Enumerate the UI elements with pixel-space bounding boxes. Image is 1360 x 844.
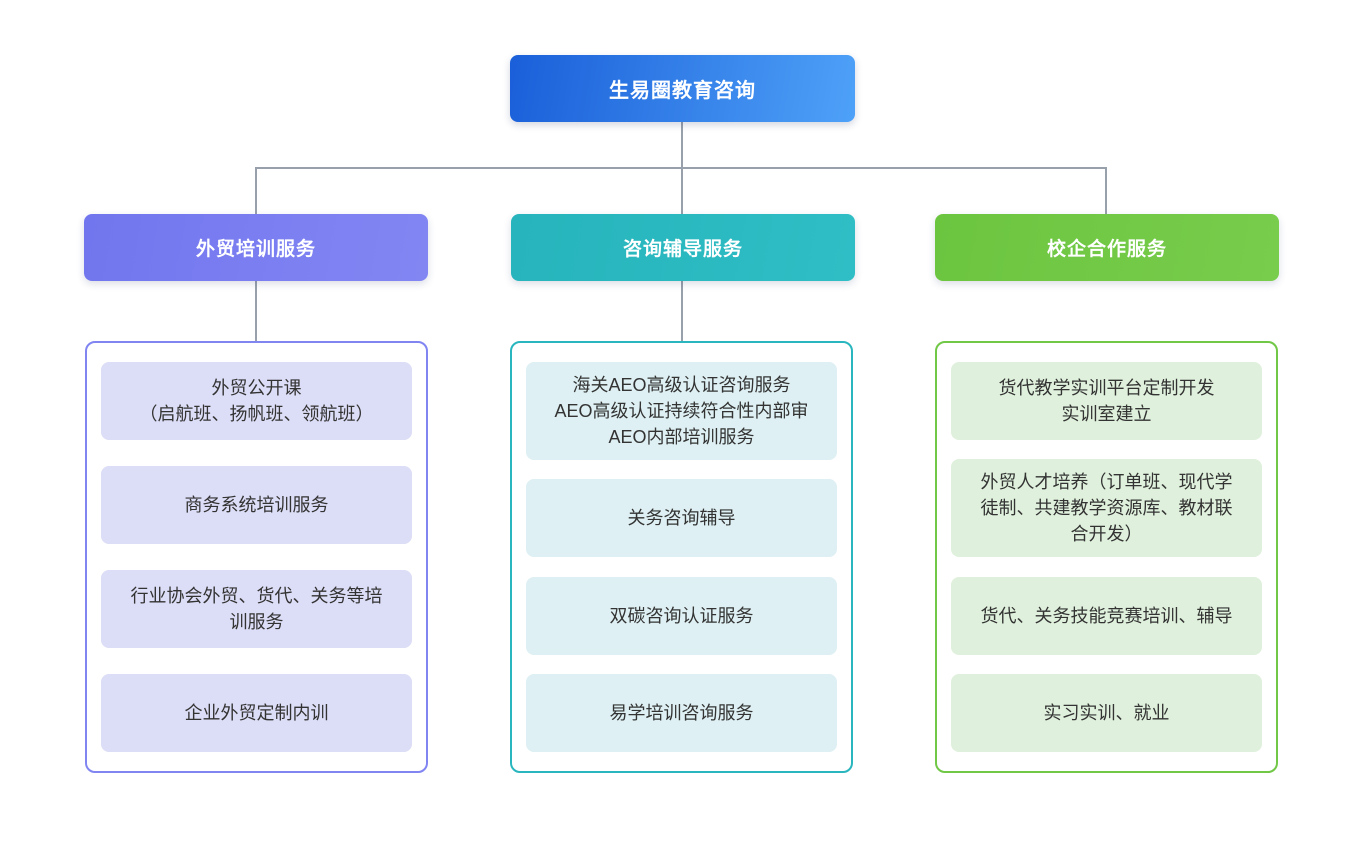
branch-box-consulting-tutoring: 海关AEO高级认证咨询服务 AEO高级认证持续符合性内部审 AEO内部培训服务 … <box>510 341 853 773</box>
service-item: 双碳咨询认证服务 <box>526 576 837 655</box>
service-item: 货代、关务技能竞赛培训、辅导 <box>951 576 1262 655</box>
service-item: 企业外贸定制内训 <box>101 674 412 752</box>
service-item: 实习实训、就业 <box>951 673 1262 752</box>
service-item: 外贸人才培养（订单班、现代学 徒制、共建教学资源库、教材联 合开发） <box>951 459 1262 558</box>
branch-box-foreign-trade-training: 外贸公开课 （启航班、扬帆班、领航班） 商务系统培训服务 行业协会外贸、货代、关… <box>85 341 428 773</box>
branch-header-label: 校企合作服务 <box>1046 239 1167 260</box>
branch-header-label: 咨询辅导服务 <box>622 239 743 260</box>
branch-box-school-enterprise: 货代教学实训平台定制开发 实训室建立 外贸人才培养（订单班、现代学 徒制、共建教… <box>935 341 1278 773</box>
service-item: 货代教学实训平台定制开发 实训室建立 <box>951 362 1262 440</box>
branch-header-label: 外贸培训服务 <box>195 239 316 260</box>
connector-branch-1-to-box <box>255 281 257 341</box>
service-item: 关务咨询辅导 <box>526 479 837 558</box>
branch-header-school-enterprise: 校企合作服务 <box>935 214 1279 281</box>
connector-branch-2-to-box <box>681 281 683 341</box>
connector-branch-1-drop <box>255 167 257 214</box>
service-item: 海关AEO高级认证咨询服务 AEO高级认证持续符合性内部审 AEO内部培训服务 <box>526 362 837 460</box>
connector-root-stem <box>681 122 683 168</box>
connector-horizontal-bar <box>255 167 1106 169</box>
service-item: 行业协会外贸、货代、关务等培 训服务 <box>101 570 412 648</box>
branch-header-consulting-tutoring: 咨询辅导服务 <box>511 214 855 281</box>
connector-branch-3-drop <box>1105 167 1107 214</box>
root-node-label: 生易圈教育咨询 <box>609 80 756 102</box>
service-item: 外贸公开课 （启航班、扬帆班、领航班） <box>101 362 412 440</box>
connector-branch-2-drop <box>681 167 683 214</box>
service-item: 易学培训咨询服务 <box>526 673 837 752</box>
branch-header-foreign-trade-training: 外贸培训服务 <box>84 214 428 281</box>
service-item: 商务系统培训服务 <box>101 466 412 544</box>
root-node: 生易圈教育咨询 <box>510 55 855 122</box>
